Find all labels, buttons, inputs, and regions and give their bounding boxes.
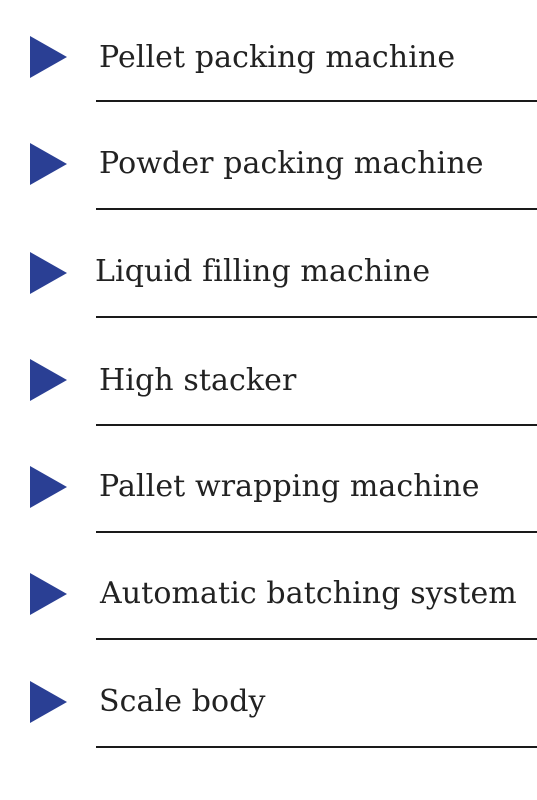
menu-item-high-stacker[interactable]: High stacker bbox=[0, 323, 537, 430]
menu-item-label: Automatic batching system bbox=[100, 576, 517, 611]
menu-item-automatic-batching-system[interactable]: Automatic batching system bbox=[0, 537, 537, 644]
divider bbox=[96, 208, 537, 210]
menu-item-liquid-filling-machine[interactable]: Liquid filling machine bbox=[0, 216, 537, 323]
divider bbox=[96, 316, 537, 318]
menu-item-label: Liquid filling machine bbox=[95, 254, 431, 289]
menu-item-label: Pellet packing machine bbox=[99, 40, 456, 75]
divider bbox=[96, 424, 537, 426]
menu-item-scale-body[interactable]: Scale body bbox=[0, 645, 537, 752]
menu-item-label: Scale body bbox=[99, 684, 266, 719]
triangle-right-icon bbox=[30, 359, 67, 401]
menu-item-label: Powder packing machine bbox=[99, 146, 484, 181]
triangle-right-icon bbox=[30, 143, 67, 185]
divider bbox=[96, 100, 537, 102]
menu-item-pallet-wrapping-machine[interactable]: Pallet wrapping machine bbox=[0, 430, 537, 537]
divider bbox=[96, 746, 537, 748]
menu-item-pellet-packing-machine[interactable]: Pellet packing machine bbox=[0, 0, 537, 107]
menu-item-powder-packing-machine[interactable]: Powder packing machine bbox=[0, 107, 537, 214]
menu-item-label: Pallet wrapping machine bbox=[99, 469, 480, 504]
menu-item-label: High stacker bbox=[99, 363, 297, 398]
divider bbox=[96, 531, 537, 533]
triangle-right-icon bbox=[30, 681, 67, 723]
divider bbox=[96, 638, 537, 640]
triangle-right-icon bbox=[30, 252, 67, 294]
triangle-right-icon bbox=[30, 466, 67, 508]
triangle-right-icon bbox=[30, 36, 67, 78]
triangle-right-icon bbox=[30, 573, 67, 615]
